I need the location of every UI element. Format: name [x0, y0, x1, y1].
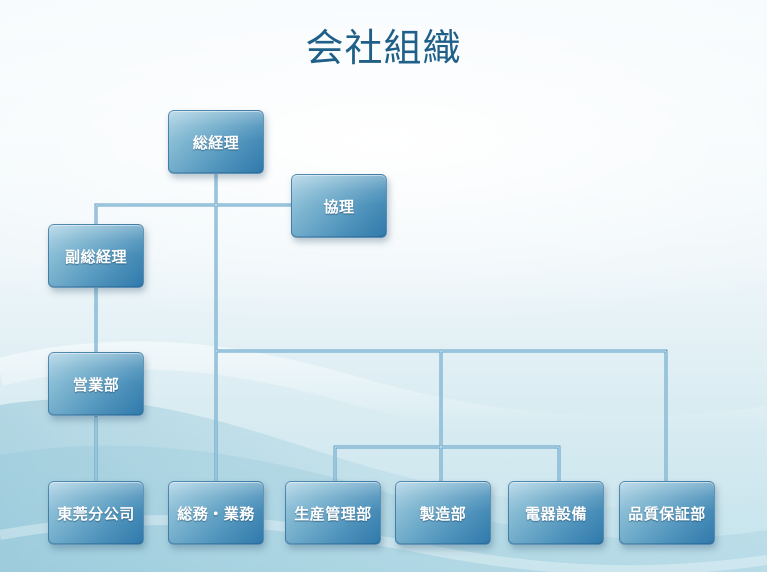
org-node-manufacturing: 製造部 — [395, 481, 491, 545]
org-node-production-management: 生産管理部 — [285, 481, 381, 545]
org-node-quality-assurance: 品質保証部 — [619, 481, 715, 545]
org-node-general-affairs: 総務・業務 — [168, 481, 264, 545]
org-node-associate-manager: 協理 — [291, 174, 387, 238]
org-node-dongguan-branch: 東莞分公司 — [48, 481, 144, 545]
page-title: 会社組織 — [305, 26, 462, 70]
connector-general-to-deputy — [94, 172, 218, 226]
org-node-deputy-general-manager: 副総経理 — [48, 224, 144, 288]
org-node-sales-department: 営業部 — [48, 352, 144, 416]
connector-production-electrical-bracket — [333, 445, 561, 483]
org-node-electrical-equipment: 電器設備 — [508, 481, 604, 545]
org-node-general-manager: 総経理 — [168, 110, 264, 174]
